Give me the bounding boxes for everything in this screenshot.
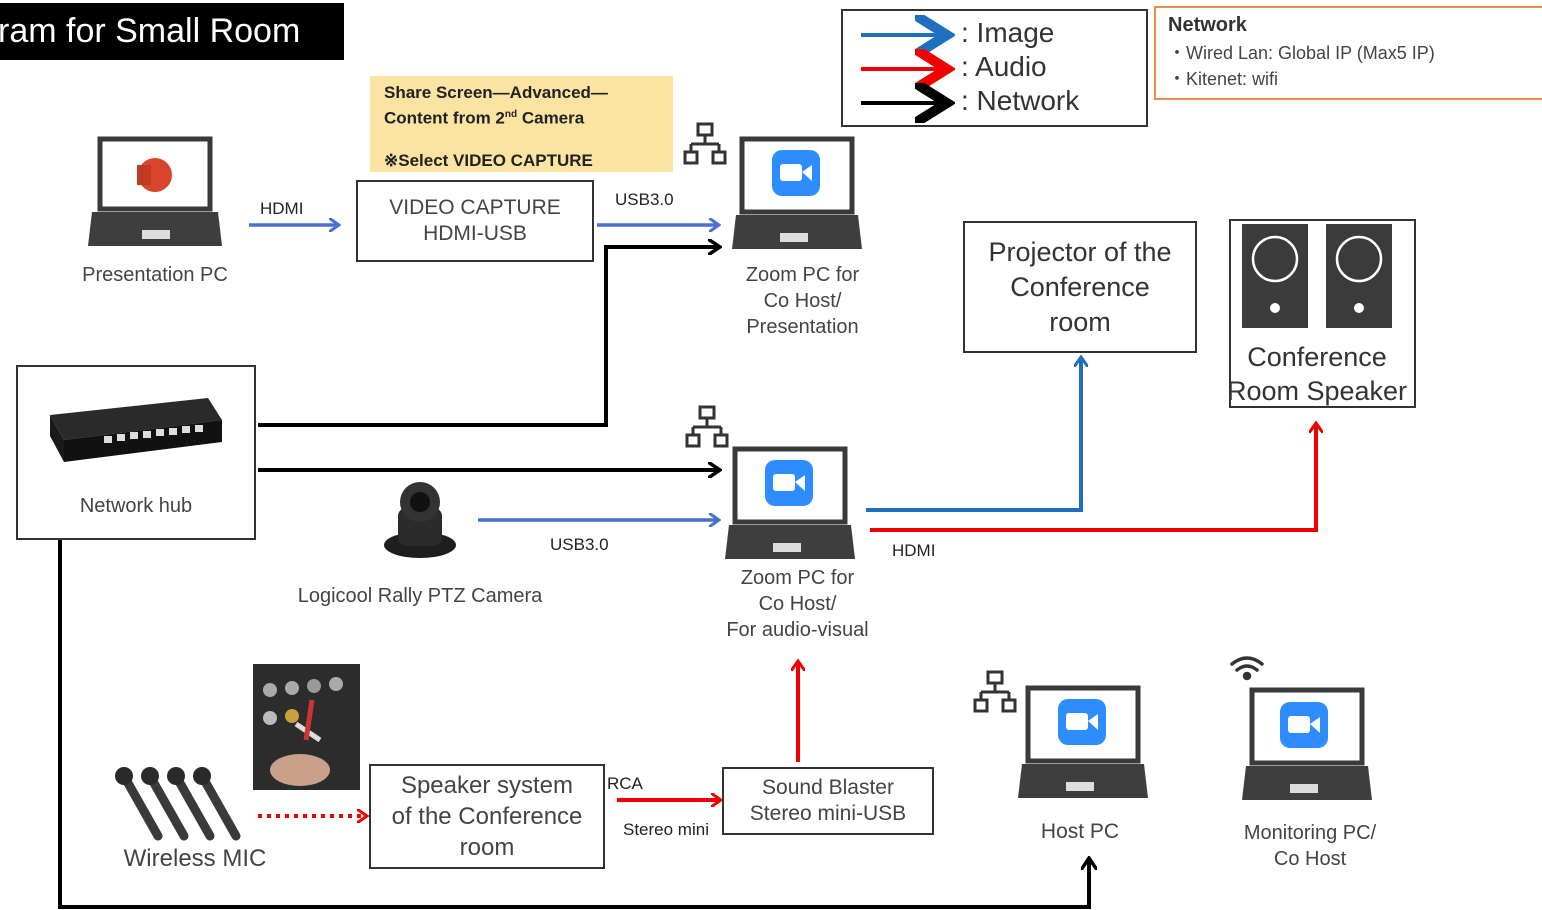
page-title: ram for Small Room	[0, 3, 344, 60]
network-hub-box	[16, 365, 256, 540]
speaker-icon	[1242, 224, 1392, 328]
camera-icon	[384, 482, 456, 558]
projector-line: Projector of the	[988, 236, 1172, 267]
video-capture-line: HDMI-USB	[423, 222, 527, 245]
zoom-laptop-icon	[732, 136, 862, 249]
network-info-heading: Network	[1168, 14, 1247, 36]
note-line-3: ※Select VIDEO CAPTURE	[384, 150, 593, 170]
image-line-to-projector	[866, 360, 1081, 512]
rca-wire-label: RCA	[607, 774, 643, 793]
network-hub-label: Network hub	[79, 495, 193, 517]
wifi-icon	[1230, 656, 1264, 681]
speaker-box	[1229, 219, 1416, 408]
speaker-system-box: Speaker system of the Conference room	[369, 764, 605, 869]
presentation-laptop-icon	[88, 136, 222, 246]
usb-wire-label: USB3.0	[615, 190, 674, 209]
hdmi-output-wire-label: HDMI	[892, 541, 936, 560]
zoom-pc-presentation-label: Zoom PC for Co Host/ Presentation	[745, 264, 860, 338]
hdmi-wire-label: HDMI	[260, 199, 304, 218]
monitoring-pc-label: Monitoring PC/ Co Host	[1243, 822, 1377, 870]
legend-network-label: : Network	[961, 85, 1080, 116]
speaker-system-line: Speaker system	[400, 772, 574, 799]
usb-camera-wire-label: USB3.0	[550, 535, 609, 554]
zoom-laptop-icon	[1018, 685, 1148, 798]
note-line-1: Share Screen—Advanced—	[384, 83, 608, 102]
sound-blaster-line: Stereo mini-USB	[749, 802, 907, 825]
speaker-system-line: room	[459, 834, 515, 861]
share-screen-note: Share Screen—Advanced— Content from 2nd …	[370, 76, 673, 172]
sound-blaster-line: Sound Blaster	[762, 776, 894, 799]
zoom-laptop-icon	[1242, 687, 1372, 800]
projector-box: Projector of the Conference room	[963, 221, 1197, 353]
network-info-item: ・Kitenet: wifi	[1168, 69, 1279, 89]
lan-icon	[685, 405, 729, 448]
network-info-item: ・Wired Lan: Global IP (Max5 IP)	[1168, 43, 1435, 63]
stereo-mini-wire-label: Stereo mini	[623, 820, 709, 839]
audio-line-to-speaker	[870, 426, 1316, 532]
network-switch-icon	[50, 398, 222, 462]
microphone-icon	[119, 771, 241, 841]
host-pc-label: Host PC	[1040, 820, 1120, 843]
camera-label: Logicool Rally PTZ Camera	[297, 585, 543, 607]
zoom-pc-av-label: Zoom PC for Co Host/ For audio-visual	[726, 567, 869, 641]
mixer-photo	[253, 664, 360, 790]
legend: : Image : Audio : Network	[841, 9, 1148, 127]
legend-image-label: : Image	[961, 17, 1055, 48]
lan-icon	[973, 670, 1017, 713]
video-capture-line: VIDEO CAPTURE	[389, 196, 561, 219]
speaker-label: Conference Room Speaker	[1226, 342, 1408, 406]
zoom-laptop-icon	[725, 446, 855, 559]
note-line-2: Content from 2nd Camera	[384, 108, 585, 128]
wireless-mic-label: Wireless MIC	[123, 845, 267, 872]
lan-icon	[683, 122, 727, 165]
sound-blaster-box: Sound Blaster Stereo mini-USB	[722, 767, 934, 835]
legend-audio-label: : Audio	[961, 51, 1047, 82]
speaker-system-line: of the Conference	[391, 803, 583, 830]
presentation-pc-label: Presentation PC	[82, 264, 228, 286]
video-capture-box: VIDEO CAPTURE HDMI-USB	[356, 180, 594, 262]
network-line-to-zoom-presentation	[258, 247, 718, 427]
network-info-box: Network ・Wired Lan: Global IP (Max5 IP) …	[1154, 6, 1542, 100]
projector-line: Conference	[1010, 271, 1150, 302]
projector-line: room	[1049, 306, 1111, 337]
network-line-to-host-pc	[58, 540, 1089, 909]
